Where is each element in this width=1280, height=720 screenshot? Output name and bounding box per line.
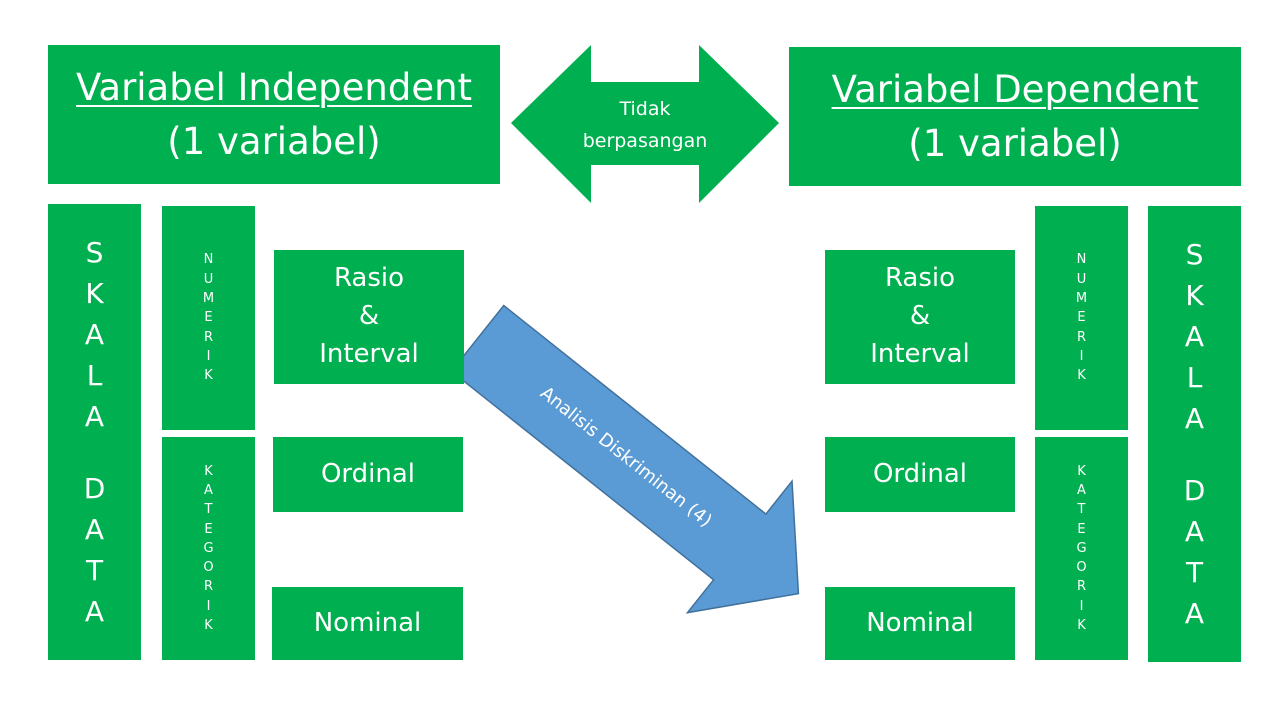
numerik-letter: E <box>1077 310 1086 326</box>
independent-numerik-bar: N U M E R I K <box>162 206 255 430</box>
scale-letter: K <box>1185 279 1204 312</box>
numerik-letter: U <box>203 271 214 287</box>
independent-rasio-interval-box: Rasio & Interval <box>274 250 464 384</box>
kategorik-letter: R <box>1076 579 1087 595</box>
independent-variable-header: Variabel Independent (1 variabel) <box>48 45 500 184</box>
dependent-numerik-bar: N U M E R I K <box>1035 206 1128 430</box>
scale-letter: A <box>84 318 105 351</box>
kategorik-letter: E <box>1077 521 1086 537</box>
nominal-label: Nominal <box>866 607 974 638</box>
relation-arrow-line2: berpasangan <box>583 130 708 152</box>
kategorik-letter: G <box>203 540 214 556</box>
ampersand-label: & <box>358 301 380 332</box>
kategorik-letter: I <box>1079 598 1084 614</box>
dependent-variable-header: Variabel Dependent (1 variabel) <box>789 47 1241 186</box>
kategorik-letter: O <box>203 560 214 576</box>
independent-subtitle: (1 variabel) <box>167 119 381 163</box>
kategorik-letter: A <box>1077 482 1086 498</box>
dependent-subtitle: (1 variabel) <box>908 121 1122 165</box>
kategorik-letter: T <box>1077 502 1086 518</box>
relation-double-arrow <box>511 45 779 203</box>
kategorik-letter: K <box>1077 618 1086 634</box>
numerik-letter: R <box>1076 329 1087 345</box>
kategorik-letter: G <box>1076 540 1087 556</box>
dependent-rasio-interval-box: Rasio & Interval <box>825 250 1015 384</box>
independent-ordinal-box: Ordinal <box>273 437 463 512</box>
scale-letter: T <box>85 554 104 587</box>
rasio-label: Rasio <box>333 263 405 294</box>
independent-nominal-box: Nominal <box>272 587 463 660</box>
kategorik-letter: E <box>204 521 213 537</box>
analysis-arrow <box>450 304 800 614</box>
scale-letter: K <box>85 277 104 310</box>
scale-letter: T <box>1185 556 1204 589</box>
kategorik-letter: O <box>1076 560 1087 576</box>
dependent-nominal-box: Nominal <box>825 587 1015 660</box>
scale-letter: D <box>1183 474 1206 507</box>
numerik-letter: N <box>203 252 214 268</box>
independent-numerik-letters: N U M E R I K <box>203 250 214 385</box>
dependent-kategorik-bar: K A T E G O R I K <box>1035 437 1128 660</box>
kategorik-letter: I <box>206 598 211 614</box>
numerik-letter: I <box>206 348 211 364</box>
scale-letter: D <box>83 472 106 505</box>
relation-arrow-line1: Tidak <box>618 98 670 120</box>
numerik-letter: I <box>1079 348 1084 364</box>
kategorik-letter: R <box>203 579 214 595</box>
kategorik-letter: T <box>204 502 213 518</box>
rasio-label: Rasio <box>884 263 956 294</box>
dependent-scale-letters: S K A L A D A T A <box>1184 234 1206 634</box>
dependent-numerik-letters: N U M E R I K <box>1076 250 1087 385</box>
scale-letter: L <box>1186 361 1203 394</box>
scale-letter: A <box>84 400 105 433</box>
ampersand-label: & <box>909 301 931 332</box>
dependent-ordinal-box: Ordinal <box>825 437 1015 512</box>
scale-letter: A <box>84 513 105 546</box>
kategorik-letter: A <box>204 482 213 498</box>
dependent-scale-bar: S K A L A D A T A <box>1148 206 1241 662</box>
scale-letter: L <box>86 359 103 392</box>
numerik-letter: N <box>1076 252 1087 268</box>
independent-title: Variabel Independent <box>75 65 473 109</box>
interval-label: Interval <box>870 338 970 369</box>
scale-letter: A <box>1184 402 1205 435</box>
scale-letter: S <box>1185 238 1204 271</box>
independent-scale-letters: S K A L A D A T A <box>84 232 106 632</box>
numerik-letter: K <box>204 368 213 384</box>
kategorik-letter: K <box>204 463 213 479</box>
interval-label: Interval <box>319 338 419 369</box>
numerik-letter: M <box>1075 291 1088 307</box>
independent-kategorik-letters: K A T E G O R I K <box>203 462 213 636</box>
dependent-title: Variabel Dependent <box>831 67 1199 111</box>
scale-letter: S <box>85 236 104 269</box>
dependent-kategorik-letters: K A T E G O R I K <box>1076 462 1086 636</box>
numerik-letter: R <box>203 329 214 345</box>
numerik-letter: K <box>1077 368 1086 384</box>
scale-letter: A <box>1184 515 1205 548</box>
scale-letter: A <box>84 595 105 628</box>
kategorik-letter: K <box>204 618 213 634</box>
numerik-letter: M <box>202 291 215 307</box>
nominal-label: Nominal <box>313 607 422 638</box>
kategorik-letter: K <box>1077 463 1086 479</box>
ordinal-label: Ordinal <box>872 458 968 489</box>
ordinal-label: Ordinal <box>320 458 416 489</box>
scale-letter: A <box>1184 597 1205 630</box>
scale-letter: A <box>1184 320 1205 353</box>
numerik-letter: U <box>1076 271 1087 287</box>
independent-kategorik-bar: K A T E G O R I K <box>162 437 255 660</box>
independent-scale-bar: S K A L A D A T A <box>48 204 141 660</box>
numerik-letter: E <box>204 310 213 326</box>
